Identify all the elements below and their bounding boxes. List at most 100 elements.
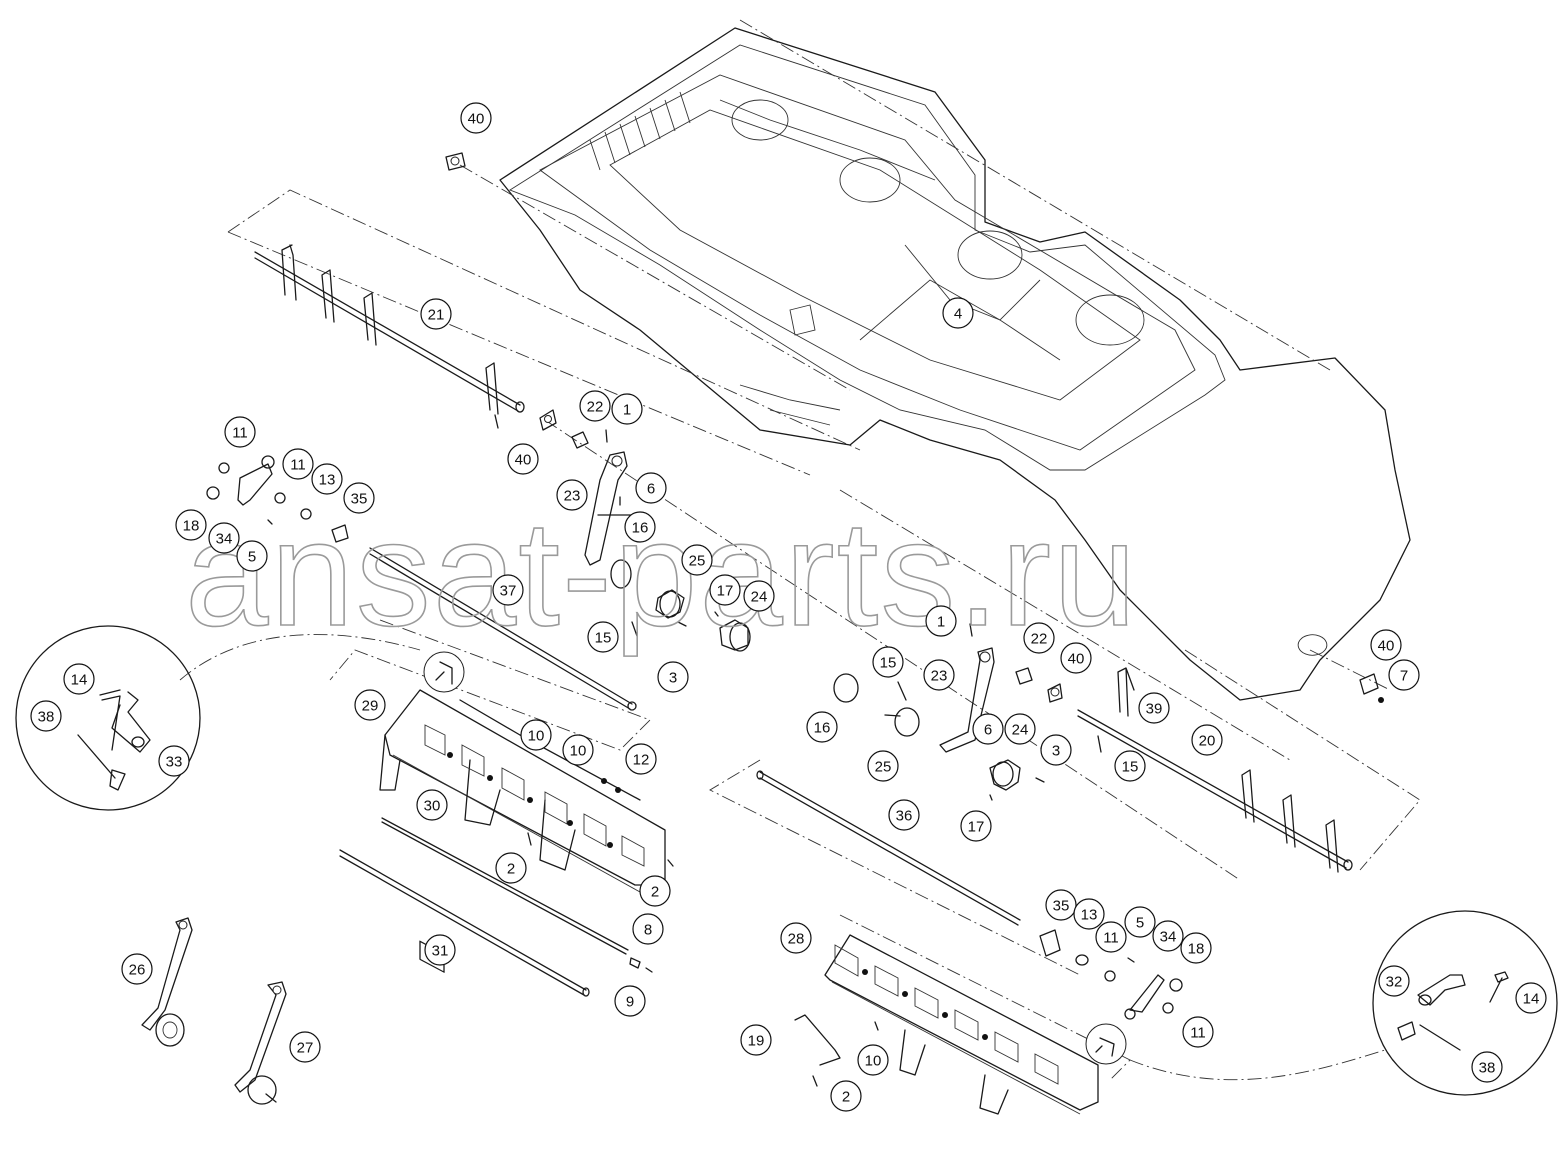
callout-circle	[806, 711, 838, 743]
callout-label: 15	[880, 655, 897, 672]
callout-circle	[63, 663, 95, 695]
callout-label: 12	[633, 752, 650, 769]
callout-28: 28	[780, 922, 812, 954]
callout-circle	[972, 713, 1004, 745]
callout-33: 33	[158, 745, 190, 777]
callout-38: 38	[30, 700, 62, 732]
callout-label: 40	[468, 111, 485, 128]
callout-16: 16	[806, 711, 838, 743]
callout-24: 24	[1004, 713, 1036, 745]
callout-circle	[1073, 898, 1105, 930]
callout-circle	[614, 985, 646, 1017]
callout-label: 5	[1136, 915, 1144, 932]
callout-24: 24	[743, 580, 775, 612]
callout-circle	[424, 934, 456, 966]
callout-label: 15	[595, 630, 612, 647]
callout-circle	[492, 574, 524, 606]
callout-circle	[942, 297, 974, 329]
callout-label: 4	[954, 306, 962, 323]
callout-circle	[923, 659, 955, 691]
callout-circle	[1023, 622, 1055, 654]
callout-25: 25	[867, 750, 899, 782]
callout-label: 20	[1199, 733, 1216, 750]
callout-label: 25	[875, 759, 892, 776]
callout-39: 39	[1138, 692, 1170, 724]
callout-label: 2	[507, 861, 515, 878]
callout-circle	[416, 789, 448, 821]
callout-label: 10	[528, 728, 545, 745]
callout-25: 25	[681, 544, 713, 576]
callout-circle	[709, 574, 741, 606]
callout-13: 13	[1073, 898, 1105, 930]
callout-2: 2	[830, 1080, 862, 1112]
callout-label: 16	[814, 720, 831, 737]
callout-9: 9	[614, 985, 646, 1017]
callout-circle	[681, 544, 713, 576]
callout-22: 22	[579, 390, 611, 422]
callout-label: 22	[587, 399, 604, 416]
callout-16: 16	[624, 511, 656, 543]
left-crank-group	[206, 455, 349, 543]
callout-15: 15	[872, 646, 904, 678]
callout-circle	[460, 102, 492, 134]
callout-1: 1	[611, 393, 643, 425]
callout-2: 2	[639, 875, 671, 907]
shaft-36	[756, 770, 1021, 926]
plate-29	[379, 651, 674, 973]
callout-label: 28	[788, 931, 805, 948]
callout-label: 14	[71, 672, 88, 689]
callout-circle	[495, 852, 527, 884]
callout-circle	[872, 646, 904, 678]
callout-label: 22	[1031, 631, 1048, 648]
callout-circle	[1060, 642, 1092, 674]
callout-17: 17	[709, 574, 741, 606]
callout-circle	[1515, 982, 1547, 1014]
callout-circle	[657, 661, 689, 693]
callout-label: 25	[689, 553, 706, 570]
callout-36: 36	[888, 799, 920, 831]
callout-circle	[1388, 659, 1420, 691]
callout-label: 18	[1188, 941, 1205, 958]
left-inset	[15, 625, 201, 811]
right-inset	[1372, 910, 1558, 1096]
callout-label: 18	[183, 518, 200, 535]
callout-35: 35	[343, 482, 375, 514]
callout-15: 15	[587, 621, 619, 653]
callout-circle	[632, 913, 664, 945]
callout-15: 15	[1114, 750, 1146, 782]
callout-11: 11	[282, 448, 314, 480]
crank-26	[141, 917, 193, 1047]
callout-circle	[1138, 692, 1170, 724]
callout-circle	[236, 540, 268, 572]
callout-21: 21	[420, 298, 452, 330]
callout-circle	[1040, 734, 1072, 766]
callout-circle	[208, 522, 240, 554]
callout-11: 11	[224, 416, 256, 448]
callout-circle	[354, 689, 386, 721]
callout-label: 40	[1378, 638, 1395, 655]
callout-label: 21	[428, 307, 445, 324]
callout-circle	[1180, 932, 1212, 964]
callout-circle	[224, 416, 256, 448]
callout-label: 6	[984, 722, 992, 739]
callout-label: 35	[351, 491, 368, 508]
callout-3: 3	[1040, 734, 1072, 766]
callout-35: 35	[1045, 889, 1077, 921]
callout-23: 23	[556, 479, 588, 511]
callout-circle	[1378, 965, 1410, 997]
callout-circle	[780, 922, 812, 954]
callout-circle	[175, 509, 207, 541]
callout-label: 26	[129, 962, 146, 979]
callout-40: 40	[460, 102, 492, 134]
callout-label: 1	[937, 614, 945, 631]
callout-circle	[1471, 1051, 1503, 1083]
callout-40: 40	[507, 443, 539, 475]
callout-29: 29	[354, 689, 386, 721]
callout-label: 11	[290, 457, 306, 474]
callout-label: 19	[748, 1033, 765, 1050]
callout-label: 24	[1012, 722, 1029, 739]
callout-circle	[888, 799, 920, 831]
callout-label: 17	[717, 583, 734, 600]
callout-circle	[624, 511, 656, 543]
